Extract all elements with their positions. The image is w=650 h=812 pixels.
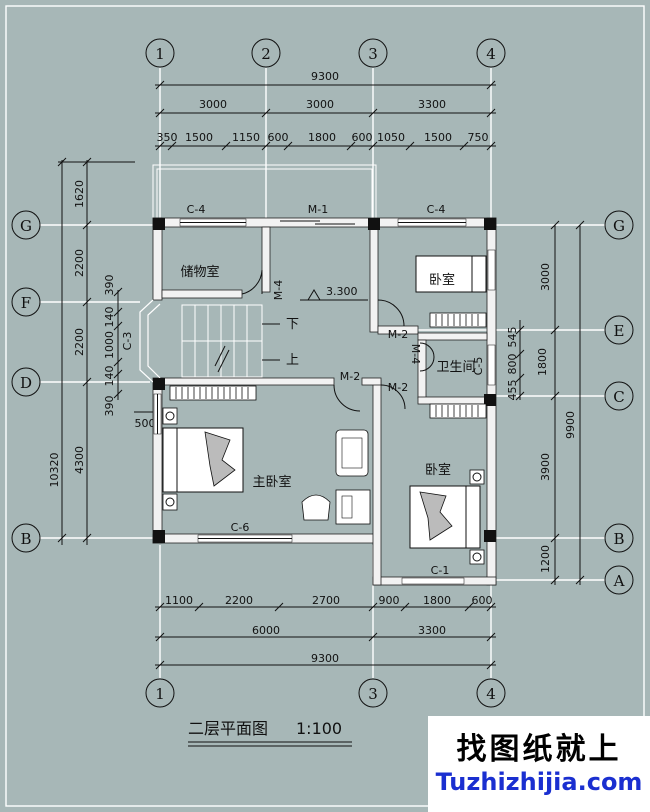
dim-text: 140 [103, 307, 116, 328]
room-master-label: 主卧室 [252, 474, 291, 490]
window-label: C-6 [231, 521, 250, 534]
windows [153, 218, 496, 585]
elevation-mark: 3.300 [300, 285, 368, 301]
bottom-dimensions: 1100 2200 2700 900 1800 600 6000 3300 93… [155, 594, 496, 670]
dim-text: 3300 [418, 624, 446, 637]
dim-text: 3300 [418, 98, 446, 111]
dim-text: 1620 [73, 180, 86, 208]
dim-text: 2200 [73, 249, 86, 277]
dim-text: 9900 [564, 411, 577, 439]
dim-text: 1500 [185, 131, 213, 144]
dim-text: 350 [157, 131, 178, 144]
dim-text: 4300 [73, 446, 86, 474]
dim-text: 1050 [377, 131, 405, 144]
axis-label: 1 [155, 685, 165, 703]
dim-text: 2200 [73, 328, 86, 356]
axis-label: B [613, 530, 624, 548]
axis-label: 2 [261, 45, 271, 63]
dim-text: 3000 [199, 98, 227, 111]
drawing-title: 二层平面图 1:100 [188, 719, 352, 747]
axis-label: 4 [486, 685, 496, 703]
dim-text: 2200 [225, 594, 253, 607]
dim-text: 1800 [308, 131, 336, 144]
door-label: M-2 [388, 328, 408, 341]
door-label: M-4 [272, 280, 285, 300]
room-bathroom-label: 卫生间 [436, 360, 475, 375]
axis-label: 3 [368, 685, 378, 703]
door-label: M-1 [308, 203, 328, 216]
watermark-url: Tuzhizhijia.com [435, 768, 643, 796]
dim-text: 6000 [252, 624, 280, 637]
axis-label: 3 [368, 45, 378, 63]
dim-text: 3000 [306, 98, 334, 111]
dim-text: 1500 [424, 131, 452, 144]
window-label: C-1 [431, 564, 450, 577]
axis-label: 4 [486, 45, 496, 63]
window-label: C-4 [427, 203, 446, 216]
dim-text: 1800 [423, 594, 451, 607]
dim-text: 2700 [312, 594, 340, 607]
dim-text: 10320 [48, 453, 61, 488]
watermark-chinese: 找图纸就上 [456, 732, 622, 767]
window-label: C-4 [187, 203, 206, 216]
axis-label: G [20, 217, 32, 235]
dim-text: 800 [506, 354, 519, 375]
dim-text: 3900 [539, 453, 552, 481]
door-label: M-4 [409, 344, 422, 364]
drawing-title-text: 二层平面图 [188, 719, 268, 738]
elevation-text: 3.300 [326, 285, 358, 298]
room-bedroom-ne-label: 卧室 [429, 272, 455, 288]
room-bedroom-se-label: 卧室 [425, 462, 451, 478]
axis-label: G [613, 217, 625, 235]
axis-label: C [613, 388, 624, 406]
room-storage-label: 储物室 [180, 264, 219, 280]
door-label: M-2 [340, 370, 360, 383]
dim-text: 1800 [536, 348, 549, 376]
dim-text: 600 [352, 131, 373, 144]
dim-text: 1150 [232, 131, 260, 144]
stair-up-label: 上 [286, 353, 299, 368]
axis-label: A [613, 572, 625, 590]
dim-text: 1000 [103, 331, 116, 359]
left-dimensions: 10320 1620 2200 2200 4300 390 140 1000 1… [48, 157, 160, 545]
dim-text: 9300 [311, 652, 339, 665]
sliding-door [280, 220, 355, 225]
axis-label: F [21, 294, 31, 312]
axis-label: B [20, 530, 31, 548]
dim-text: 140 [103, 366, 116, 387]
dim-text: 600 [268, 131, 289, 144]
window-label: C-3 [121, 332, 134, 351]
axis-label: 1 [155, 45, 165, 63]
watermark-logo: 找图纸就上 Tuzhizhijia.com [428, 716, 650, 812]
axis-label: D [20, 374, 32, 392]
dim-text: 455 [506, 380, 519, 401]
dim-text: 1100 [165, 594, 193, 607]
axis-label: E [614, 322, 625, 340]
right-dimensions: 9900 3000 3900 1200 545 1800 800 455 [506, 220, 585, 585]
furniture [162, 255, 487, 565]
dim-text: 390 [103, 396, 116, 417]
stair-down-label: 下 [286, 317, 299, 332]
dim-text: 900 [379, 594, 400, 607]
top-dimensions: 9300 3000 3000 3300 350 1500 1150 600 18… [155, 70, 496, 151]
dim-text: 1200 [539, 545, 552, 573]
dim-text: 545 [506, 327, 519, 348]
door-swings [241, 269, 435, 412]
axis-bubbles: 1 2 3 4 1 3 4 G F D B G E C B A [11, 38, 634, 708]
dim-text: 750 [468, 131, 489, 144]
drawing-frame [5, 5, 645, 807]
door-label: M-2 [388, 381, 408, 394]
dim-text: 500 [135, 417, 156, 430]
stair: 下 上 [181, 304, 299, 378]
dim-text: 9300 [311, 70, 339, 83]
dim-text: 390 [103, 275, 116, 296]
window-label: C-5 [472, 357, 485, 376]
dim-text: 600 [472, 594, 493, 607]
dim-text: 3000 [539, 263, 552, 291]
drawing-scale-text: 1:100 [296, 719, 342, 738]
